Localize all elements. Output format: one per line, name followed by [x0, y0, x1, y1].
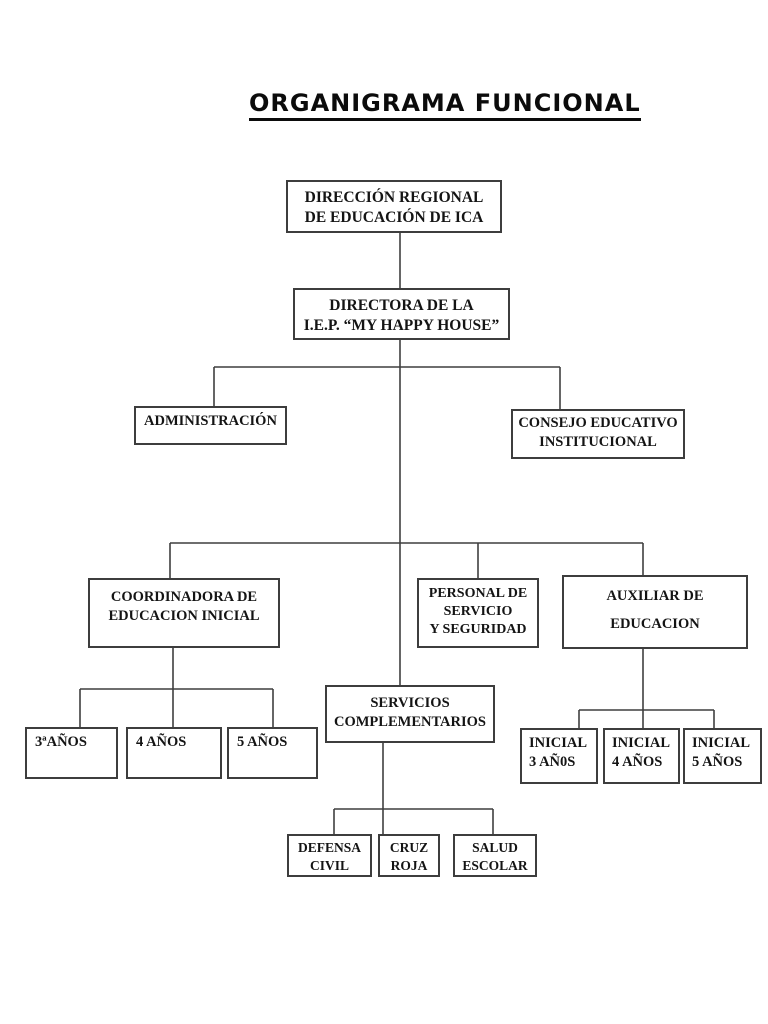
- node-label-line: CONSEJO EDUCATIVO: [518, 415, 678, 431]
- node-directora: DIRECTORA DE LA I.E.P. “MY HAPPY HOUSE”: [293, 288, 510, 340]
- node-consejo-educativo: CONSEJO EDUCATIVO INSTITUCIONAL: [511, 409, 685, 459]
- node-administracion: ADMINISTRACIÓN: [134, 406, 287, 445]
- node-label-line: SERVICIOS: [370, 695, 450, 711]
- node-inicial-4-anios: INICIAL 4 AÑOS: [603, 728, 680, 784]
- node-label-line: I.E.P. “MY HAPPY HOUSE”: [303, 317, 500, 335]
- node-label-line: DIRECTORA DE LA: [329, 297, 474, 314]
- node-label-line: ADMINISTRACIÓN: [144, 413, 277, 429]
- node-label-line: Y SEGURIDAD: [429, 622, 527, 638]
- node-5-anios: 5 AÑOS: [227, 727, 318, 779]
- node-label-line: AUXILIAR DE: [606, 588, 704, 604]
- node-3-anios: 3ªAÑOS: [25, 727, 118, 779]
- node-label-line: 3ªAÑOS: [35, 734, 87, 750]
- node-personal-servicio: PERSONAL DE SERVICIO Y SEGURIDAD: [417, 578, 539, 648]
- node-4-anios: 4 AÑOS: [126, 727, 222, 779]
- node-label-line: INICIAL: [692, 735, 751, 751]
- node-label-line: ROJA: [390, 857, 428, 873]
- node-label-line: SALUD: [472, 840, 518, 855]
- node-inicial-3-anios: INICIAL 3 AÑ0S: [520, 728, 598, 784]
- node-label-line: INICIAL: [612, 735, 671, 751]
- node-label-line: CIVIL: [309, 857, 349, 873]
- node-label-line: 4 AÑOS: [612, 753, 663, 770]
- node-label-line: 5 AÑOS: [692, 753, 743, 770]
- node-coordinadora-inicial: COORDINADORA DE EDUCACION INICIAL: [88, 578, 280, 648]
- node-label-line: INSTITUCIONAL: [539, 433, 657, 450]
- node-label-line: DIRECCIÓN REGIONAL: [304, 189, 484, 206]
- node-label-line: PERSONAL DE: [428, 586, 528, 601]
- node-label-line: ESCOLAR: [462, 857, 528, 873]
- node-label-line: DE EDUCACIÓN DE ICA: [304, 209, 484, 227]
- node-defensa-civil: DEFENSA CIVIL: [287, 834, 372, 877]
- node-label-line: DEFENSA: [297, 840, 361, 855]
- node-auxiliar-educacion: AUXILIAR DE EDUCACION: [562, 575, 748, 649]
- node-label-line: COORDINADORA DE: [110, 589, 258, 605]
- node-inicial-5-anios: INICIAL 5 AÑOS: [683, 728, 762, 784]
- node-direccion-regional: DIRECCIÓN REGIONAL DE EDUCACIÓN DE ICA: [286, 180, 502, 233]
- node-label-line: INICIAL: [529, 735, 588, 751]
- node-label-line: EDUCACION INICIAL: [108, 607, 260, 624]
- node-servicios-complementarios: SERVICIOS COMPLEMENTARIOS: [325, 685, 495, 743]
- node-label-line: 4 AÑOS: [136, 734, 187, 750]
- node-label-line: SERVICIO: [443, 604, 513, 620]
- node-label-line: COMPLEMENTARIOS: [334, 713, 486, 730]
- page-title: ORGANIGRAMA FUNCIONAL: [249, 89, 641, 121]
- node-label-line: 3 AÑ0S: [529, 753, 576, 770]
- node-label-line: 5 AÑOS: [237, 734, 288, 750]
- node-cruz-roja: CRUZ ROJA: [378, 834, 440, 877]
- node-label-line: CRUZ: [389, 840, 429, 855]
- node-label-line: EDUCACION: [610, 615, 700, 632]
- node-salud-escolar: SALUD ESCOLAR: [453, 834, 537, 877]
